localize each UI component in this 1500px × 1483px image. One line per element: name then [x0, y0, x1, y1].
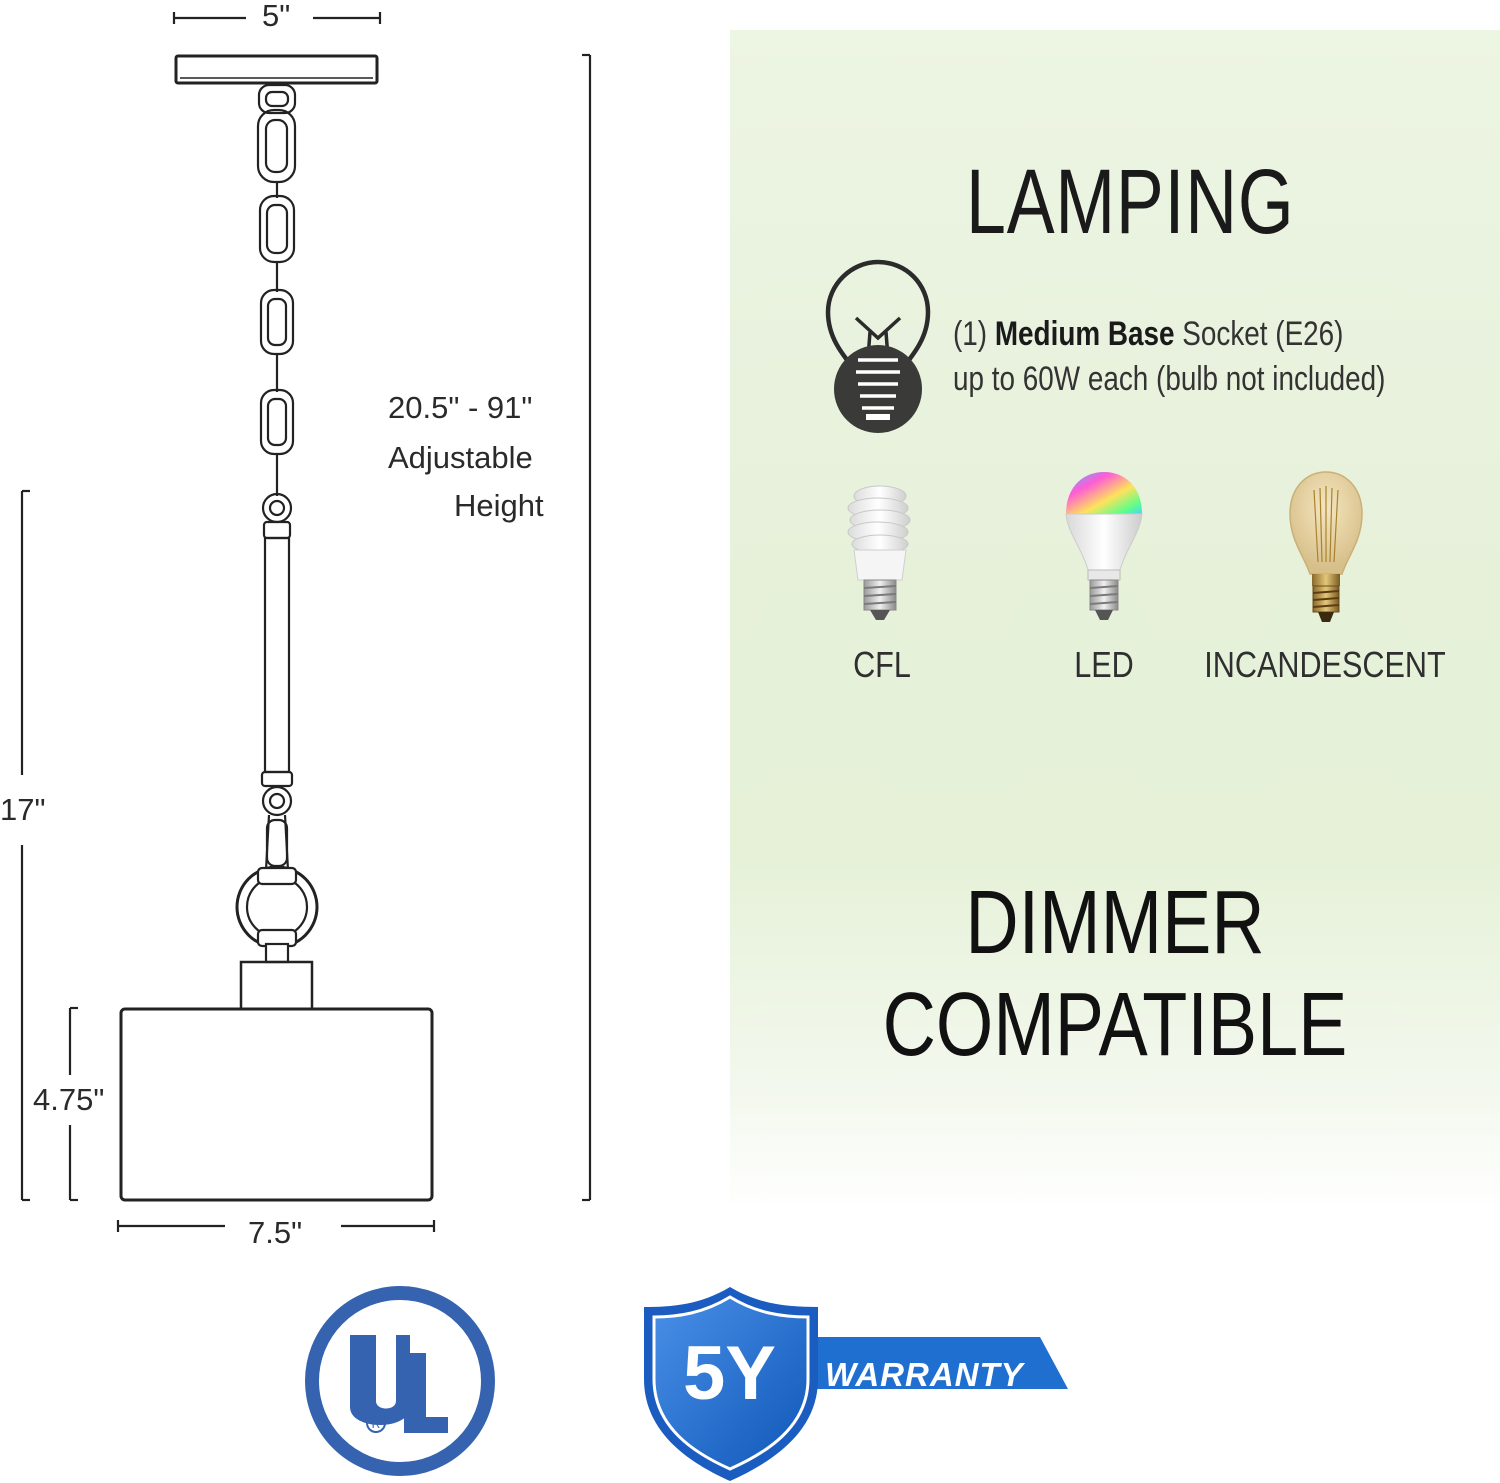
dimmer-compatible-title: DIMMER COMPATIBLE [799, 872, 1430, 1076]
adjustable-label: Adjustable [388, 440, 533, 475]
dimmer-line2: COMPATIBLE [882, 975, 1348, 1075]
warranty-years: 5Y [683, 1331, 776, 1416]
dimmer-line1: DIMMER [965, 873, 1265, 973]
ul-registered-mark: R [372, 1417, 381, 1431]
socket-type: Medium Base [994, 315, 1175, 353]
socket-cup [239, 960, 314, 1011]
lamping-panel [730, 30, 1500, 1210]
cfl-label: CFL [853, 644, 911, 685]
socket-spec: (1) Medium Base Socket (E26) [953, 315, 1344, 353]
height-label: Height [454, 488, 544, 523]
drum-shade [119, 1007, 434, 1202]
lamping-title: LAMPING [966, 151, 1295, 253]
ul-logo: R [305, 1286, 495, 1476]
wattage-spec: up to 60W each (bulb not included) [953, 360, 1386, 398]
overall-height-label: 20.5" - 91" [388, 390, 533, 425]
light-bulb-icon [825, 259, 931, 433]
fixture-height-label: 17" [0, 792, 46, 827]
cfl-bulb-icon [847, 485, 911, 620]
rod [263, 536, 291, 774]
warranty-label: WARRANTY [825, 1356, 1024, 1393]
rod-ring-top [261, 492, 293, 524]
canopy-loop [257, 83, 297, 115]
warranty-badge [644, 1287, 1068, 1481]
pendant-dimension-drawing [20, 12, 592, 1232]
canopy [174, 54, 379, 85]
led-bulb-icon [1065, 472, 1143, 620]
incandescent-bulb-icon [1289, 471, 1363, 622]
canopy-width-label: 5" [262, 0, 291, 33]
led-label: LED [1074, 644, 1134, 685]
shade-width-label: 7.5" [248, 1215, 303, 1250]
rod-ring-bottom [261, 785, 293, 817]
shade-height-label: 4.75" [33, 1082, 105, 1117]
incandescent-label: INCANDESCENT [1204, 644, 1446, 685]
